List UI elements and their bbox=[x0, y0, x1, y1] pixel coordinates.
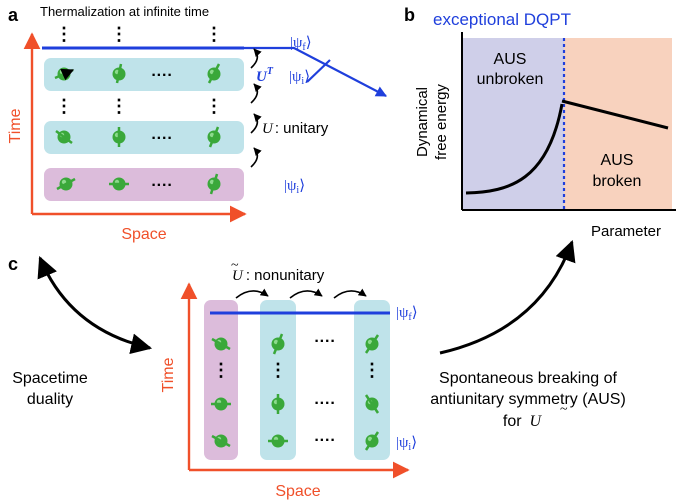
spin-group bbox=[54, 63, 221, 84]
nonunitary-arrow bbox=[235, 288, 269, 299]
space-label-a: Space bbox=[121, 226, 166, 243]
panel-label-a: a bbox=[8, 5, 19, 25]
ylabel-b-2: free energy bbox=[433, 84, 450, 160]
aus-unbroken-region bbox=[462, 38, 564, 210]
xlabel-b: Parameter bbox=[591, 223, 661, 240]
top-column-dots: ⋮ ⋮ ⋮ bbox=[55, 24, 223, 44]
state-row bbox=[44, 58, 244, 91]
col-dots: ⋮ bbox=[55, 24, 73, 44]
col-dots: ⋮ bbox=[205, 96, 223, 116]
free-energy-curve-left bbox=[465, 103, 564, 195]
ut-branch-line bbox=[306, 59, 331, 83]
evolution-arrow bbox=[250, 113, 262, 134]
panel-label-b: b bbox=[404, 5, 415, 25]
spin-group bbox=[268, 333, 288, 448]
panel-c: c Spacetime duality Spontaneous breaking… bbox=[8, 240, 626, 500]
aus-broken-label-2: broken bbox=[593, 173, 642, 190]
aus-broken-label-1: AUS bbox=[601, 152, 634, 169]
col-dots: ⋮ bbox=[205, 24, 223, 44]
spin-group bbox=[56, 173, 221, 195]
state-row bbox=[44, 121, 244, 154]
dqpt-title: exceptional DQPT bbox=[433, 10, 571, 29]
panel-label-c: c bbox=[8, 254, 18, 274]
breaking-label-2: antiunitary symmetry (AUS) bbox=[430, 391, 626, 408]
spin-group bbox=[211, 337, 231, 448]
time-label-c: Time bbox=[160, 357, 177, 392]
row-dots: ···· bbox=[314, 333, 335, 350]
psi-f-label-a: |ψf⟩ bbox=[290, 35, 312, 53]
row-dots: ···· bbox=[314, 395, 335, 412]
col-dots: ⋮ bbox=[110, 96, 128, 116]
spin-group bbox=[364, 334, 380, 451]
time-label-a: Time bbox=[7, 108, 24, 143]
psi-i-label-bottom: |ψi⟩ bbox=[284, 178, 305, 196]
transition-arrow bbox=[244, 46, 387, 97]
row-dots: ···· bbox=[151, 130, 172, 147]
row-dots: ···· bbox=[314, 432, 335, 449]
spin-group bbox=[55, 126, 221, 148]
col-dots: ⋮ bbox=[110, 24, 128, 44]
initial-state-row bbox=[44, 168, 244, 201]
panel-a: a Thermalization at infinite time ⋮ ⋮ ⋮ … bbox=[7, 4, 387, 243]
evolution-arrow bbox=[250, 147, 262, 168]
aus-unbroken-label-2: unbroken bbox=[477, 71, 544, 88]
tilde-mark: ~ bbox=[560, 402, 568, 417]
row-dots: ···· bbox=[151, 177, 172, 194]
state-column bbox=[354, 300, 390, 460]
row-dots: ···· bbox=[151, 67, 172, 84]
col-dots: ⋮ bbox=[363, 360, 381, 380]
aus-unbroken-label-1: AUS bbox=[494, 51, 527, 68]
duality-label-2: duality bbox=[27, 391, 73, 408]
psi-i-label-top: |ψi⟩ bbox=[289, 69, 310, 87]
psi-f-label-c: |ψf⟩ bbox=[396, 305, 418, 323]
psi-i-label-c: |ψi⟩ bbox=[396, 435, 417, 453]
duality-label-1: Spacetime bbox=[12, 370, 88, 387]
u-label: U: unitary bbox=[262, 120, 329, 137]
breaking-arrow bbox=[439, 240, 576, 355]
nonunitary-arrow bbox=[289, 288, 323, 299]
col-dots: ⋮ bbox=[269, 360, 287, 380]
breaking-label-1: Spontaneous breaking of bbox=[439, 370, 617, 387]
evolution-arrow bbox=[250, 83, 262, 104]
space-label-c: Space bbox=[275, 483, 320, 500]
panel-b: b exceptional DQPT AUS unbroken AUS brok… bbox=[404, 5, 676, 240]
ut-label: UT bbox=[256, 66, 274, 85]
col-dots: ⋮ bbox=[212, 360, 230, 380]
thermalization-heading: Thermalization at infinite time bbox=[40, 4, 209, 19]
col-dots: ⋮ bbox=[55, 96, 73, 116]
state-column bbox=[260, 300, 296, 460]
free-energy-curve-right bbox=[561, 99, 669, 130]
duality-arrow bbox=[37, 256, 153, 355]
utilde-label: U: nonunitary bbox=[232, 267, 325, 284]
tilde-mark: ~ bbox=[231, 258, 239, 273]
nonunitary-arrow bbox=[333, 288, 367, 299]
ylabel-b-1: Dynamical bbox=[414, 87, 431, 157]
evolution-arrow bbox=[250, 48, 262, 69]
